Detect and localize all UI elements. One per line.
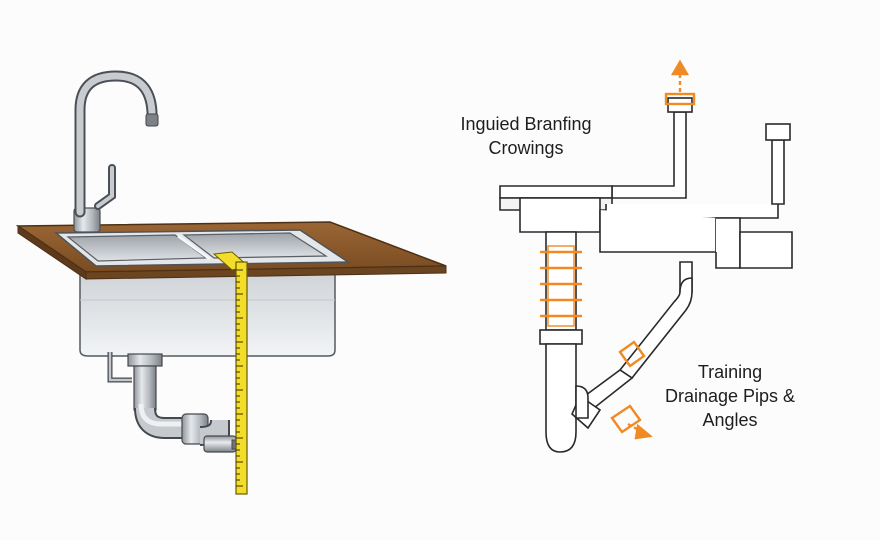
arrow-up-icon xyxy=(670,59,690,92)
label-top-line2: Crowings xyxy=(488,138,564,158)
diagram-label-top: Inguied Branfing Crowings xyxy=(436,112,616,160)
diagonal-marker xyxy=(618,340,646,368)
vent-marker xyxy=(664,92,696,106)
stack-markers xyxy=(540,245,582,327)
pipe-diagram xyxy=(499,97,793,453)
wye-marker xyxy=(610,404,642,434)
tape-ticks xyxy=(236,269,243,487)
orange-markers xyxy=(540,92,696,434)
double-sink-bowls xyxy=(53,229,351,267)
faucet-icon xyxy=(73,70,159,233)
label-bottom-line1: Training xyxy=(697,362,763,382)
sink-cabinet-basin xyxy=(79,271,336,357)
label-top-line1: Inguied Branfing xyxy=(460,114,592,134)
label-bottom-line3: Angles xyxy=(702,410,758,430)
diagram-label-bottom: Training Drainage Pips & Angles xyxy=(640,360,820,432)
label-bottom-line2: Drainage Pips & xyxy=(664,386,796,406)
tape-measure-icon xyxy=(212,251,250,495)
drain-trap-pipe xyxy=(107,352,241,453)
arrow-down-right-icon xyxy=(627,422,653,440)
